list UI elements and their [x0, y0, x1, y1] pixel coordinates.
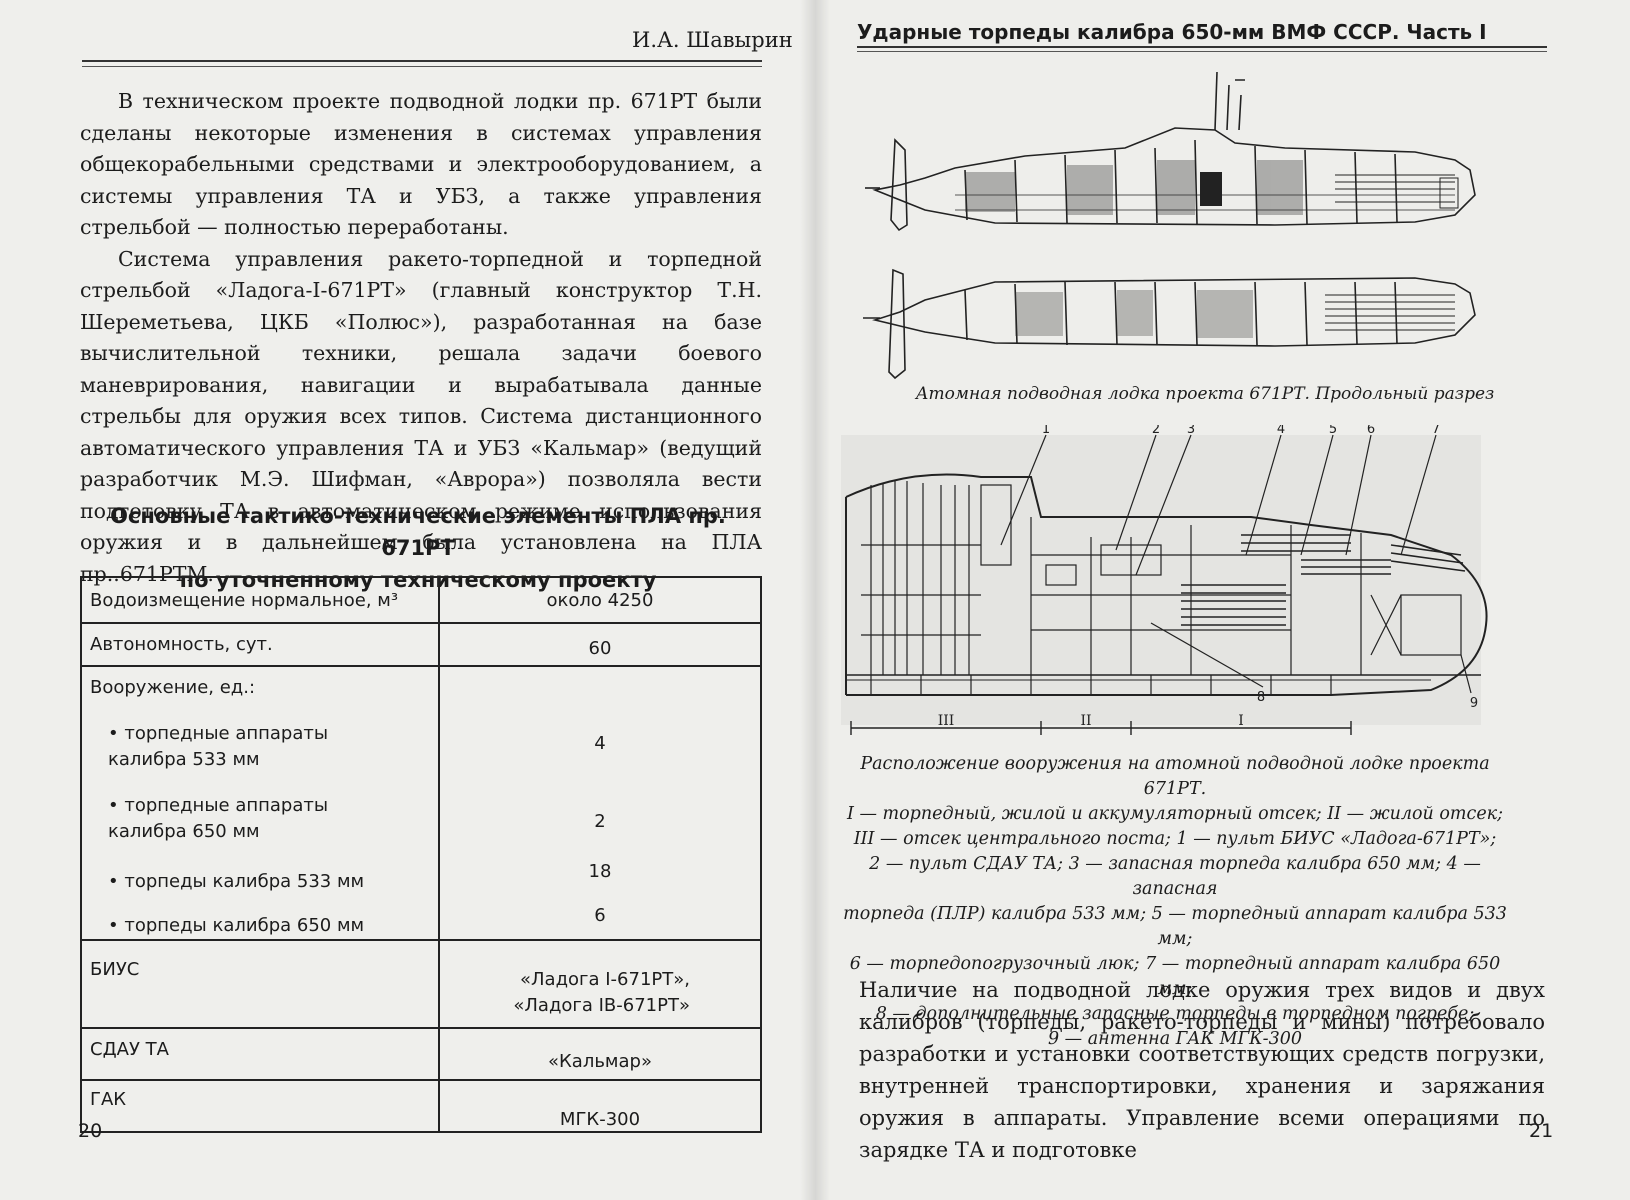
right-page: Ударные торпеды калибра 650-мм ВМФ СССР.… [815, 0, 1630, 1200]
right-running-head: Ударные торпеды калибра 650-мм ВМФ СССР.… [857, 20, 1487, 44]
page-number-left: 20 [78, 1120, 103, 1142]
table-cell-value: «Кальмар» [438, 1027, 762, 1081]
caption-line: 6 — торпедопогрузочный люк; 7 — торпедны… [849, 954, 1501, 999]
table-row: Автономность, сут. 60 [80, 622, 762, 667]
table-cell-label: ГАК [80, 1079, 440, 1133]
paragraph: В техническом проекте подводной лодки пр… [80, 89, 762, 239]
left-header-rule-thin [82, 66, 762, 67]
section-label: II [1080, 713, 1091, 729]
table-row: СДАУ ТА «Кальмар» [80, 1027, 762, 1081]
table-cell-armament: Вооружение, ед.: • торпедные аппараты ка… [80, 665, 440, 941]
left-running-head: И.А. Шавырин [632, 28, 793, 52]
table-cell-armament-values: 4 2 18 6 [438, 665, 762, 941]
armament-item: • торпедные аппараты [108, 723, 329, 744]
table-cell-value: 60 [438, 622, 762, 667]
left-header-rule [82, 60, 762, 62]
table-cell-label: БИУС [80, 939, 440, 1029]
caption-line: III — отсек центрального поста; 1 — пуль… [853, 829, 1497, 849]
armament-item: • торпедные аппараты [108, 795, 329, 816]
paragraph: Наличие на подводной лодке оружия трех в… [859, 978, 1545, 1162]
callout-label: 5 [1329, 425, 1337, 437]
callout-label: 3 [1187, 425, 1195, 437]
caption-line: 9 — антенна ГАК МГК-300 [1047, 1029, 1303, 1049]
left-body-text: В техническом проекте подводной лодки пр… [80, 86, 762, 590]
armament-value: 18 [588, 861, 612, 882]
right-body-text: Наличие на подводной лодке оружия трех в… [859, 974, 1545, 1166]
callout-label: 9 [1470, 696, 1478, 711]
bius-value-line: «Ладога I-671РТ», [520, 969, 690, 990]
table-title-line: Основные тактико-технические элементы ПЛ… [110, 504, 726, 560]
armament-value: 2 [594, 811, 606, 832]
section-label: III [938, 713, 955, 729]
table-row: ГАК МГК-300 [80, 1079, 762, 1133]
caption-line: I — торпедный, жилой и аккумуляторный от… [846, 804, 1504, 824]
table-cell-value: МГК-300 [438, 1079, 762, 1133]
page-number-right: 21 [1529, 1120, 1554, 1142]
callout-label: 1 [1042, 425, 1050, 437]
figure2-caption: Расположение вооружения на атомной подво… [835, 752, 1515, 1052]
caption-line: Расположение вооружения на атомной подво… [860, 754, 1490, 799]
right-header-rule-thin [857, 51, 1547, 52]
section-label: I [1238, 713, 1244, 729]
right-header-rule [857, 46, 1547, 48]
figure1-caption: Атомная подводная лодка проекта 671РТ. П… [915, 384, 1495, 404]
table-cell-label: Водоизмещение нормальное, м³ [80, 576, 440, 624]
table-cell-value: «Ладога I-671РТ», «Ладога IВ-671РТ» [438, 939, 762, 1029]
armament-item: калибра 650 мм [108, 821, 260, 842]
caption-line: торпеда (ПЛР) калибра 533 мм; 5 — торпед… [843, 904, 1507, 949]
caption-line: 8 — дополнительные запасные торпеды в то… [875, 1004, 1475, 1024]
paragraph: Система управления ракето-торпедной и то… [80, 246, 762, 586]
table-row: Вооружение, ед.: • торпедные аппараты ка… [80, 665, 762, 941]
spec-table: Водоизмещение нормальное, м³ около 4250 … [80, 576, 762, 1133]
armament-item: • торпеды калибра 650 мм [108, 915, 365, 936]
callout-label: 2 [1152, 425, 1160, 437]
bius-value-line: «Ладога IВ-671РТ» [513, 995, 690, 1016]
table-cell-label: Автономность, сут. [80, 622, 440, 667]
armament-item: калибра 533 мм [108, 749, 260, 770]
armament-value: 6 [594, 905, 606, 926]
callout-label: 8 [1257, 690, 1265, 705]
table-row: БИУС «Ладога I-671РТ», «Ладога IВ-671РТ» [80, 939, 762, 1029]
armament-value: 4 [594, 733, 606, 754]
callout-label: 6 [1367, 425, 1375, 437]
left-page: И.А. Шавырин В техническом проекте подво… [0, 0, 815, 1200]
table-row: Водоизмещение нормальное, м³ около 4250 [80, 576, 762, 624]
callout-label: 4 [1277, 425, 1285, 437]
armament-item: • торпеды калибра 533 мм [108, 871, 365, 892]
armament-arrangement-diagram: 1 2 3 4 5 6 7 8 9 III II [831, 425, 1511, 765]
callout-label: 7 [1432, 425, 1440, 437]
table-cell-value: около 4250 [438, 576, 762, 624]
armament-label: Вооружение, ед.: [90, 677, 256, 698]
caption-line: 2 — пульт СДАУ ТА; 3 — запасная торпеда … [869, 854, 1481, 899]
table-cell-label: СДАУ ТА [80, 1027, 440, 1081]
submarine-longitudinal-section [855, 60, 1515, 390]
